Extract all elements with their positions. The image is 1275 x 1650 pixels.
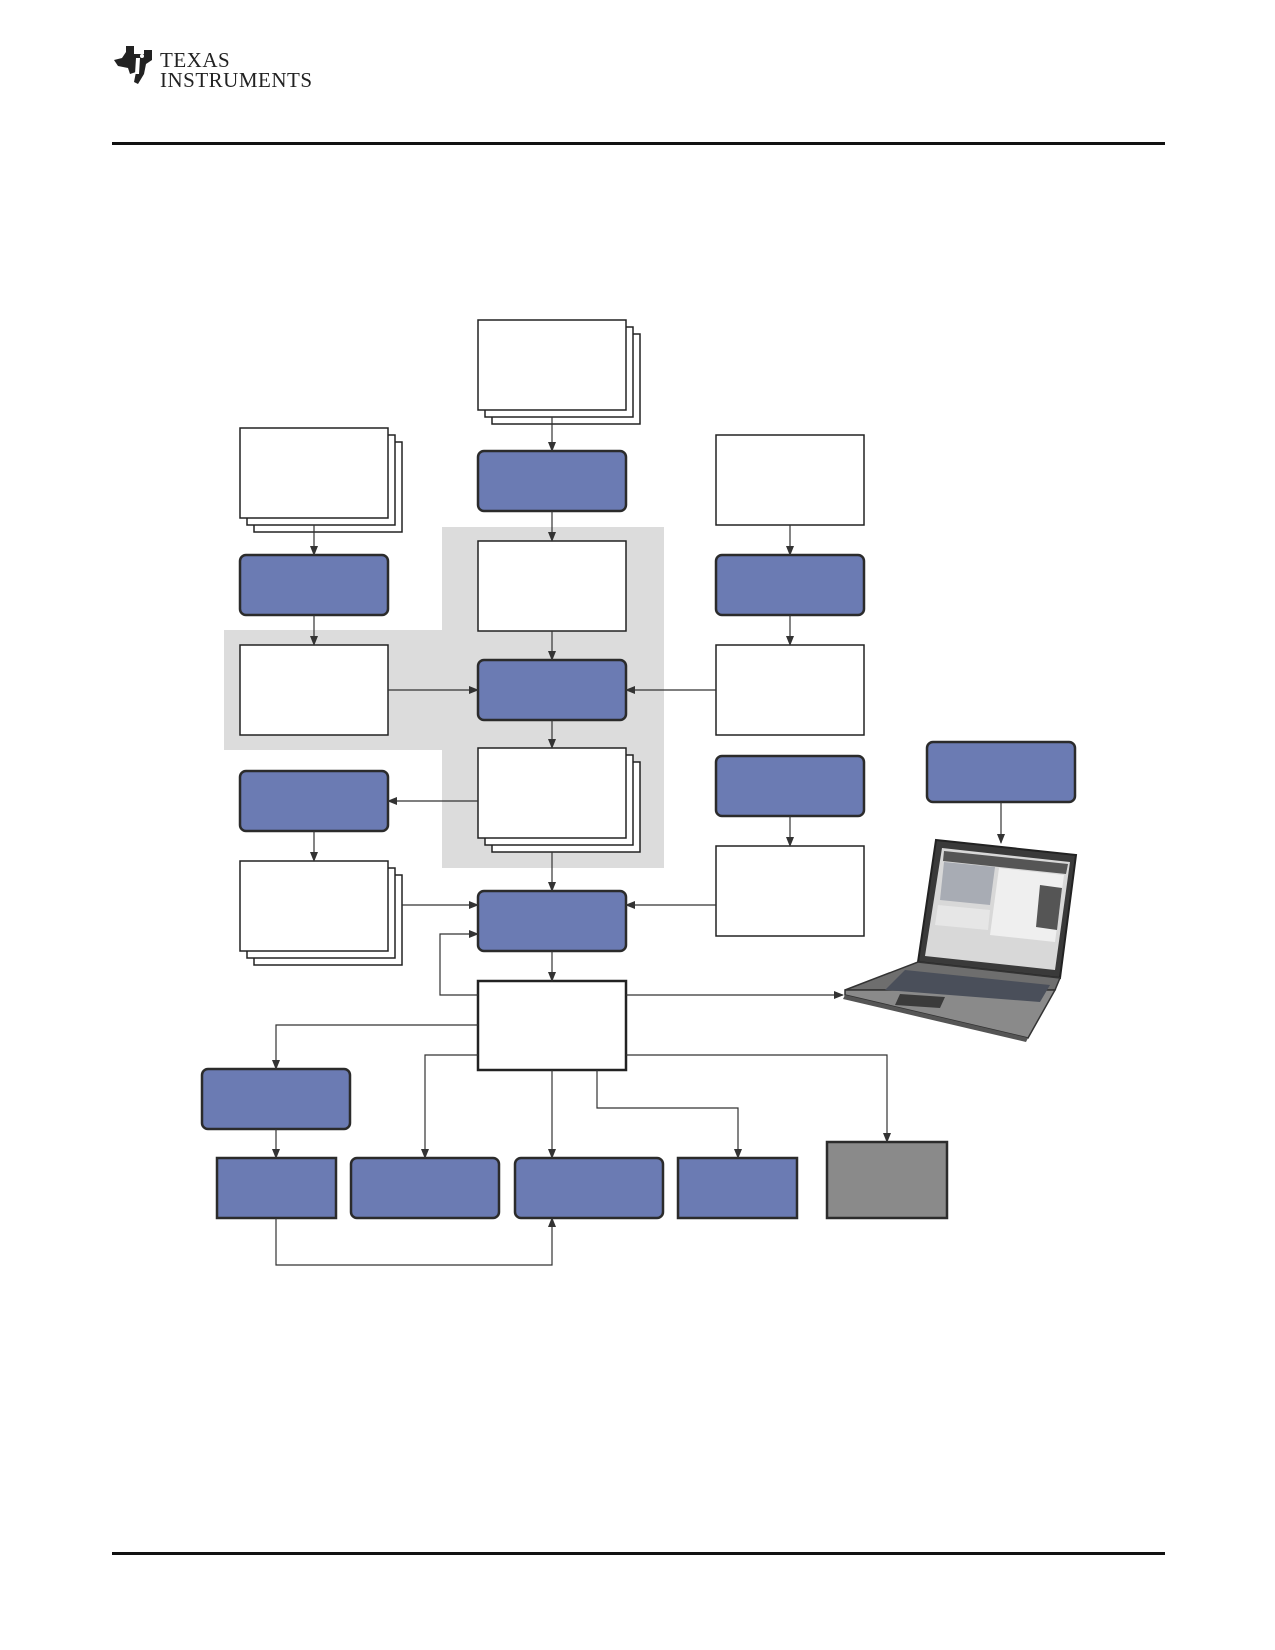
process-bottom-3 [513,1156,665,1220]
process-left-1 [238,553,390,617]
brand-line-1: Texas [160,48,231,72]
process-bottom-2 [349,1156,501,1220]
output-box [476,979,628,1072]
process-bottom-left-upper [200,1067,352,1131]
process-left-2 [238,769,390,833]
connectors [272,417,1005,1266]
document-stack-left-3 [239,860,403,966]
document-right-2 [715,644,865,736]
footer-rule [112,1552,1165,1555]
process-right-2 [714,754,866,818]
brand-name: Texas Instruments [160,48,313,92]
process-far-right [925,740,1077,804]
process-right-1 [714,553,866,617]
process-bottom-1 [215,1156,338,1220]
ti-logo-icon [114,46,152,84]
process-center-2 [476,658,628,722]
ti-logo: Texas Instruments [112,44,312,94]
document-right-top [715,434,865,526]
gray-box [825,1140,949,1220]
document-center-2 [477,540,627,632]
process-center-3 [476,889,628,953]
document-stack-top [477,319,641,425]
process-center-1 [476,449,628,513]
laptop-icon [843,838,1078,1042]
process-bottom-4 [676,1156,799,1220]
document-stack-left [239,427,403,533]
document-right-3 [715,845,865,937]
header-rule [112,142,1165,145]
document-stack-center [477,747,641,853]
document-left-2 [239,644,389,736]
brand-line-2: Instruments [160,68,313,92]
